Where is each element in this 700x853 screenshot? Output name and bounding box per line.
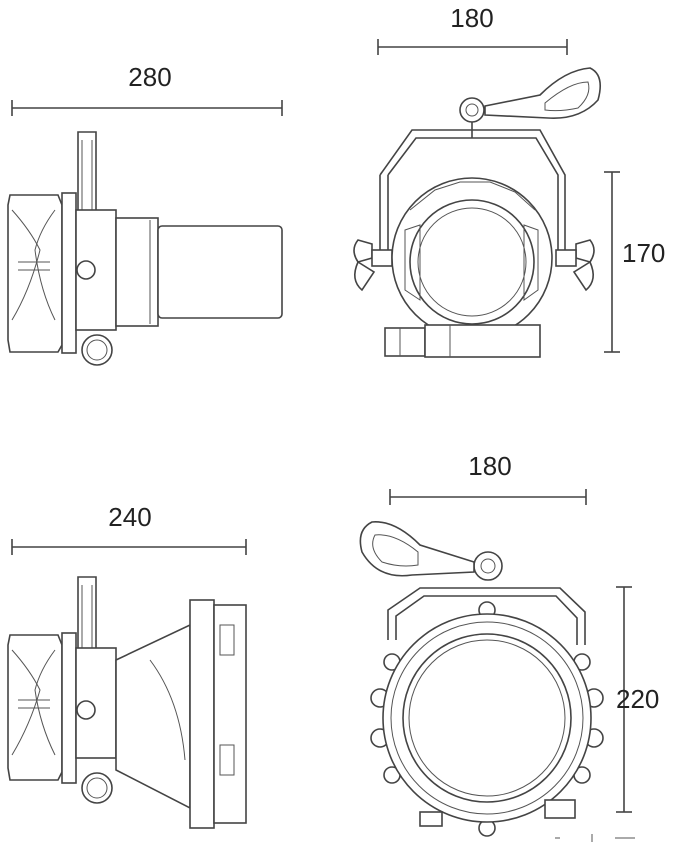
corner-marks <box>555 834 635 842</box>
dimension-top-side-width: 280 <box>11 62 283 116</box>
dimension-top-front-width: 180 <box>377 3 568 55</box>
top-front-view <box>353 67 601 358</box>
dimension-top-front-height: 170 <box>604 171 665 353</box>
hook-icon <box>359 521 503 581</box>
right-knob-icon <box>555 239 595 292</box>
bottom-side-view <box>7 576 247 829</box>
dim-label-170: 170 <box>622 238 665 268</box>
left-knob-icon <box>353 239 393 292</box>
dim-label-220: 220 <box>616 684 659 714</box>
bottom-front-view <box>359 521 604 837</box>
dim-label-180-bottom: 180 <box>468 451 511 481</box>
dim-label-240: 240 <box>108 502 151 532</box>
dimension-bottom-front-width: 180 <box>389 451 587 505</box>
dimension-bottom-front-height: 220 <box>616 586 659 813</box>
dim-label-280: 280 <box>128 62 171 92</box>
dimension-bottom-side-width: 240 <box>11 502 247 555</box>
dim-label-180-top: 180 <box>450 3 493 33</box>
hook-icon <box>459 67 601 123</box>
top-side-view <box>7 131 283 366</box>
